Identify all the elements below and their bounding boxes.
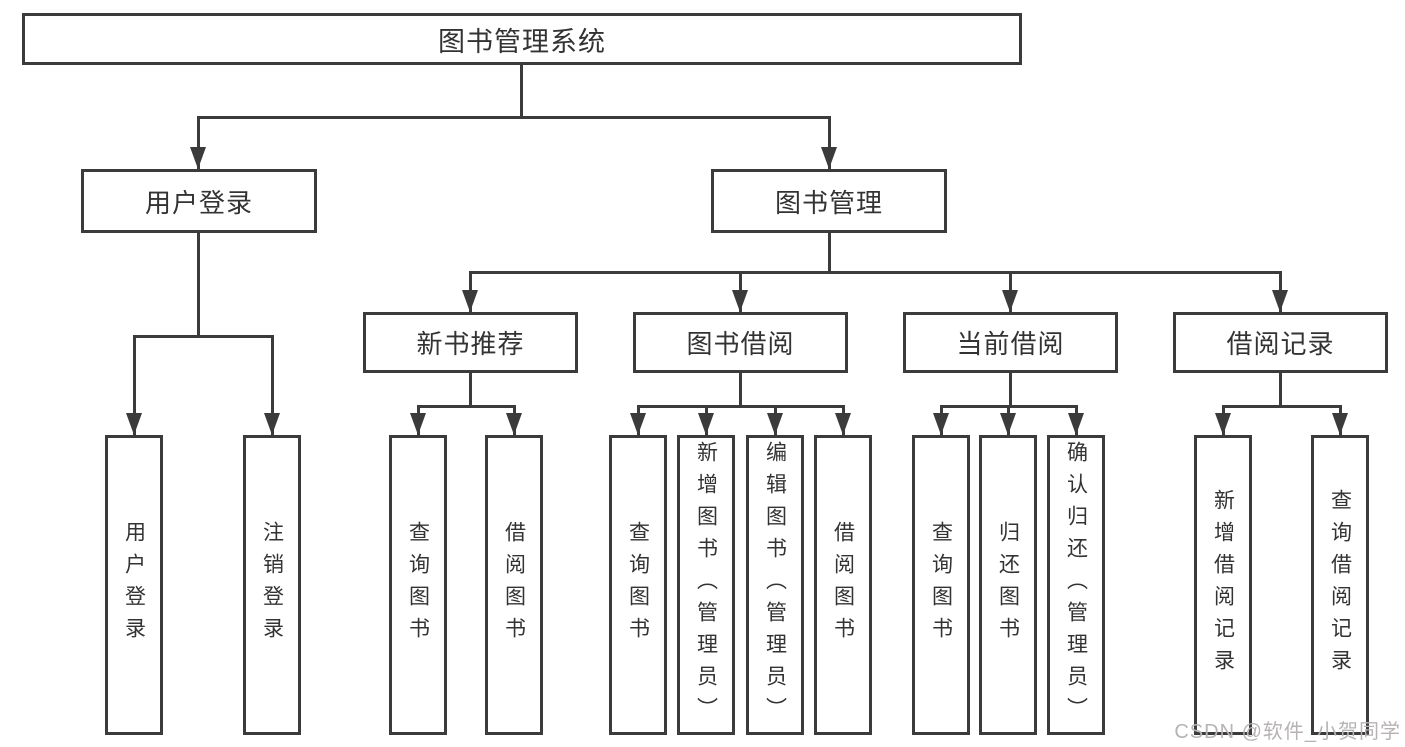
leaf-add-books-admin: 新增图书（管理员） [677, 435, 735, 735]
arrow-down-icon [1000, 413, 1016, 435]
arrow-down-icon [126, 413, 142, 435]
connector-line [1279, 373, 1282, 408]
connector-line [1222, 405, 1342, 408]
node-library-management-system: 图书管理系统 [22, 13, 1022, 65]
connector-line [520, 65, 523, 119]
arrow-down-icon [264, 413, 280, 435]
arrow-down-icon [462, 290, 478, 312]
connector-line [133, 335, 136, 435]
node-user-login: 用户登录 [81, 169, 317, 233]
arrow-down-icon [410, 413, 426, 435]
node-book-management: 图书管理 [711, 169, 947, 233]
leaf-search-books-2: 查询图书 [609, 435, 667, 735]
arrow-down-icon [630, 413, 646, 435]
arrow-down-icon [1068, 413, 1084, 435]
leaf-user-login: 用户登录 [105, 435, 163, 735]
arrow-down-icon [933, 413, 949, 435]
arrow-down-icon [1272, 290, 1288, 312]
connector-line [271, 335, 274, 435]
node-borrow-records: 借阅记录 [1173, 312, 1388, 373]
connector-line [197, 116, 200, 169]
connector-line [1009, 373, 1012, 408]
connector-line [197, 116, 831, 119]
connector-line [828, 233, 831, 274]
leaf-edit-books-admin: 编辑图书（管理员） [746, 435, 804, 735]
leaf-search-books-3: 查询图书 [912, 435, 970, 735]
connector-line [133, 335, 274, 338]
connector-line [197, 233, 200, 338]
leaf-search-books-1: 查询图书 [389, 435, 447, 735]
leaf-add-borrow-record: 新增借阅记录 [1194, 435, 1252, 735]
arrow-down-icon [1002, 290, 1018, 312]
node-current-borrow: 当前借阅 [903, 312, 1118, 373]
arrow-down-icon [732, 290, 748, 312]
connector-line [417, 405, 516, 408]
leaf-return-books: 归还图书 [979, 435, 1037, 735]
connector-line [469, 271, 1282, 274]
arrow-down-icon [835, 413, 851, 435]
connector-line [637, 405, 845, 408]
arrow-down-icon [821, 147, 837, 169]
leaf-borrow-books-1: 借阅图书 [485, 435, 543, 735]
arrow-down-icon [1332, 413, 1348, 435]
leaf-logout: 注销登录 [243, 435, 301, 735]
connector-line [469, 373, 472, 408]
arrow-down-icon [1215, 413, 1231, 435]
leaf-borrow-books-2: 借阅图书 [814, 435, 872, 735]
arrow-down-icon [767, 413, 783, 435]
connector-line [828, 116, 831, 169]
leaf-search-borrow-record: 查询借阅记录 [1311, 435, 1369, 735]
arrow-down-icon [190, 147, 206, 169]
leaf-confirm-return-admin: 确认归还（管理员） [1047, 435, 1105, 735]
watermark: CSDN @软件_小贺同学 [1174, 721, 1401, 743]
connector-line [739, 373, 742, 408]
arrow-down-icon [506, 413, 522, 435]
arrow-down-icon [698, 413, 714, 435]
node-new-book-recommend: 新书推荐 [363, 312, 578, 373]
node-book-borrow: 图书借阅 [633, 312, 848, 373]
